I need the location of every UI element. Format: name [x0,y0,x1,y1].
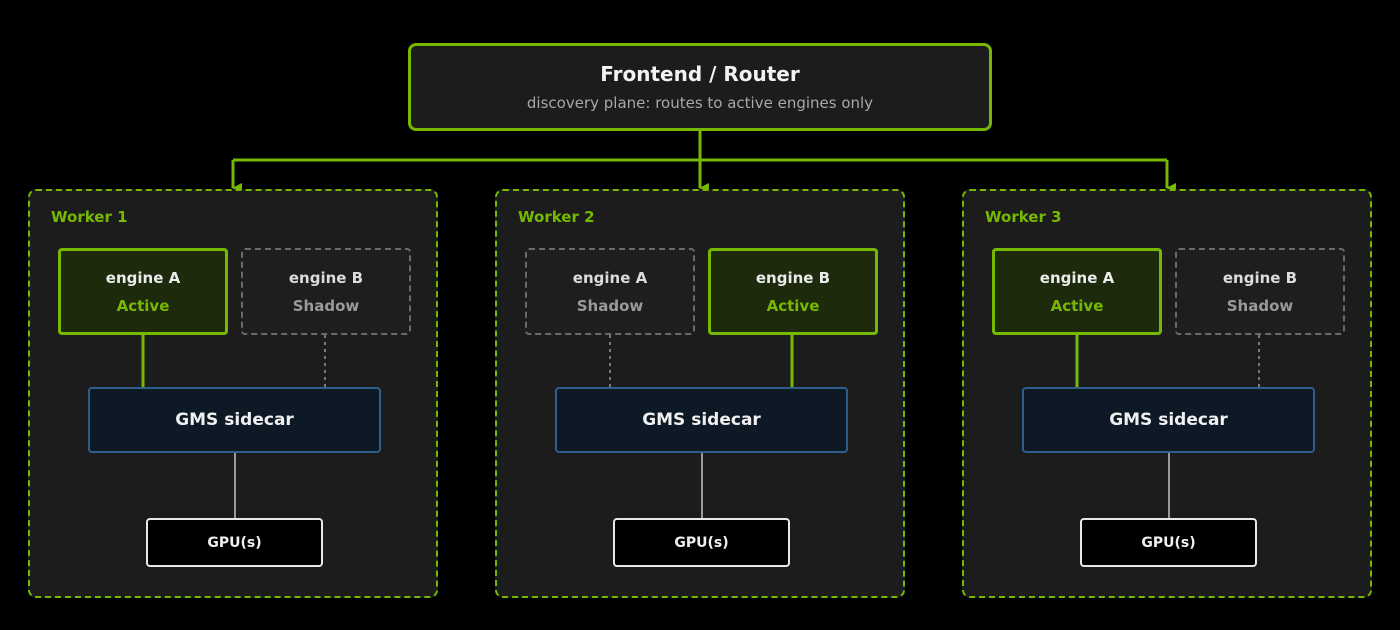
engine-name: engine B [288,268,364,287]
worker-1-connectors [141,335,326,518]
worker-2-group: Worker 2 engine A Shadow engine B Active… [495,189,905,598]
engine-name: engine A [572,268,648,287]
worker-2-connectors [609,335,794,518]
engine-name: engine B [1222,268,1298,287]
worker-label: Worker 3 [985,208,1062,226]
worker-2-engine-b: engine B Active [708,248,878,335]
worker-1-gpu: GPU(s) [146,518,323,567]
engine-state: Active [1050,296,1104,315]
engine-name: engine B [755,268,831,287]
router-title: Frontend / Router [600,62,800,86]
worker-3-engine-b: engine B Shadow [1175,248,1345,335]
engine-name: engine A [105,268,181,287]
engine-state: Active [766,296,820,315]
worker-3-group: Worker 3 engine A Active engine B Shadow… [962,189,1372,598]
worker-3-connectors [1075,335,1260,518]
worker-1-group: Worker 1 engine A Active engine B Shadow… [28,189,438,598]
engine-name: engine A [1039,268,1115,287]
frontend-router-node: Frontend / Router discovery plane: route… [408,43,992,131]
worker-2-gpu: GPU(s) [613,518,790,567]
worker-label: Worker 1 [51,208,128,226]
worker-3-engine-a: engine A Active [992,248,1162,335]
engine-state: Shadow [1226,296,1294,315]
worker-1-engine-b: engine B Shadow [241,248,411,335]
worker-3-gpu: GPU(s) [1080,518,1257,567]
worker-label: Worker 2 [518,208,595,226]
engine-state: Active [116,296,170,315]
worker-1-engine-a: engine A Active [58,248,228,335]
engine-state: Shadow [576,296,644,315]
worker-2-gms-sidecar: GMS sidecar [555,387,848,453]
worker-2-engine-a: engine A Shadow [525,248,695,335]
router-subtitle: discovery plane: routes to active engine… [526,94,874,112]
worker-3-gms-sidecar: GMS sidecar [1022,387,1315,453]
worker-1-gms-sidecar: GMS sidecar [88,387,381,453]
engine-state: Shadow [292,296,360,315]
